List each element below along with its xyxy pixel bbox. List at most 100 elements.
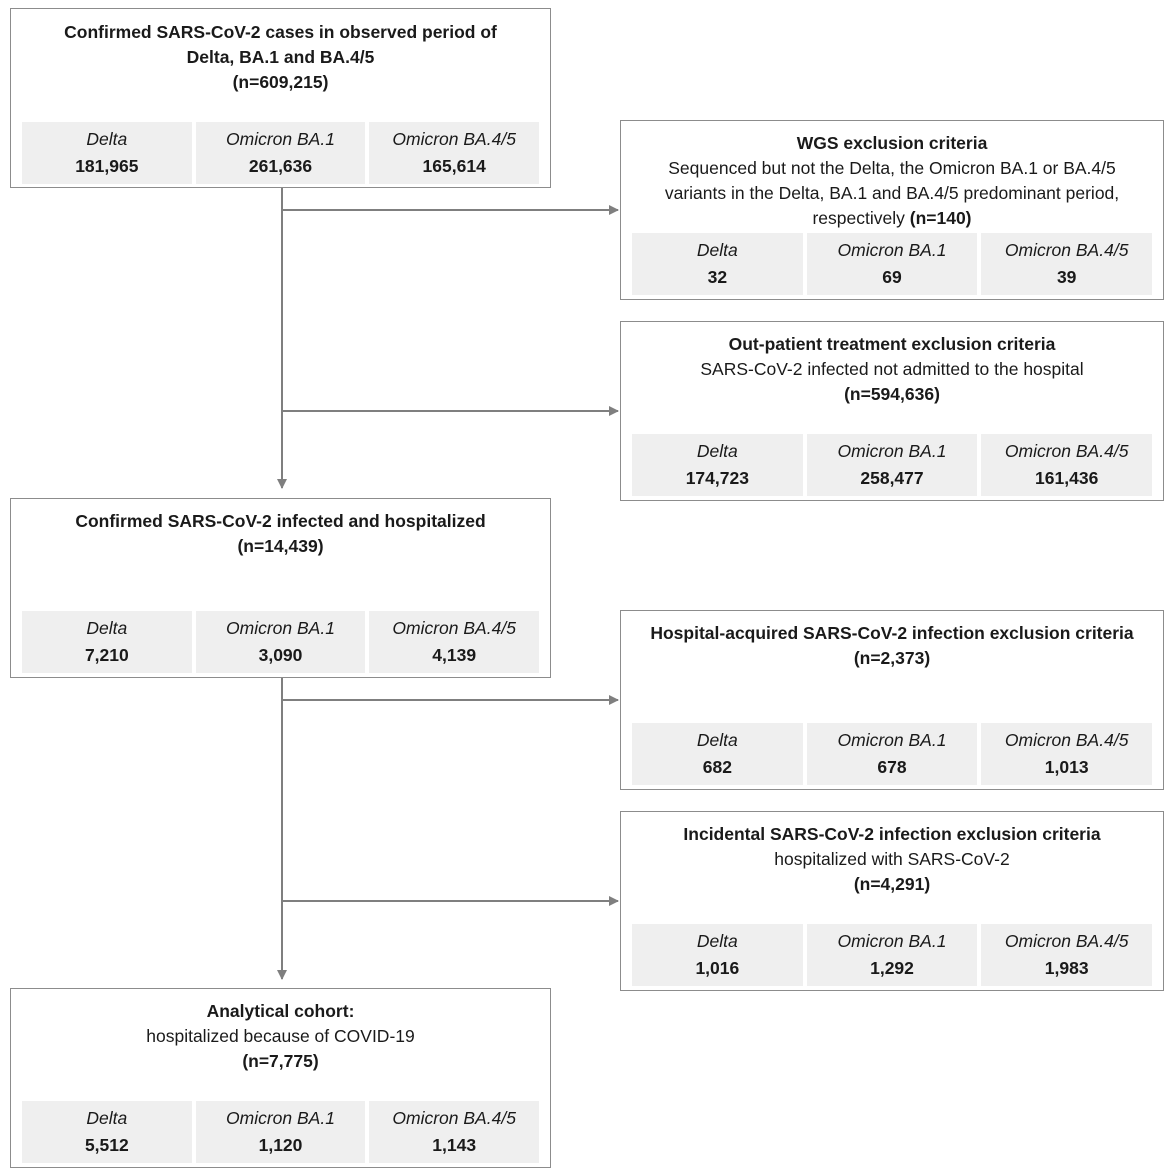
cell-delta: Delta 1,016 <box>632 924 803 986</box>
box-count: (n=7,775) <box>242 1051 319 1071</box>
box-description-line-3-wrap: respectively (n=140) <box>621 206 1163 231</box>
variant-count: 165,614 <box>422 156 486 176</box>
variant-label: Omicron BA.1 <box>837 931 947 951</box>
variant-breakdown: Delta 32 Omicron BA.1 69 Omicron BA.4/5 39 <box>632 233 1153 295</box>
cell-omicron-ba45: Omicron BA.4/5 161,436 <box>981 434 1153 496</box>
cell-omicron-ba1: Omicron BA.1 3,090 <box>195 611 366 673</box>
box-description-line-3: respectively <box>812 208 905 228</box>
variant-label: Omicron BA.4/5 <box>1004 931 1129 951</box>
variant-label: Omicron BA.4/5 <box>1004 730 1129 750</box>
box-count: (n=2,373) <box>853 648 931 668</box>
variant-count: 1,292 <box>870 958 914 978</box>
box-title: Confirmed SARS-CoV-2 infected and hospit… <box>75 511 486 531</box>
cell-delta: Delta 32 <box>632 233 803 295</box>
box-header: Hospital-acquired SARS-CoV-2 infection e… <box>621 621 1163 671</box>
box-header: Incidental SARS-CoV-2 infection exclusio… <box>621 822 1163 897</box>
box-outpatient-exclusion: Out-patient treatment exclusion criteria… <box>620 321 1164 501</box>
variant-count: 258,477 <box>860 468 924 488</box>
box-wgs-exclusion: WGS exclusion criteria Sequenced but not… <box>620 120 1164 300</box>
box-count: (n=4,291) <box>853 874 931 894</box>
variant-label: Omicron BA.1 <box>837 441 947 461</box>
variant-count: 1,143 <box>432 1135 477 1155</box>
box-header: Out-patient treatment exclusion criteria… <box>621 332 1163 407</box>
variant-count: 1,013 <box>1044 757 1089 777</box>
variant-count: 32 <box>707 267 728 287</box>
box-subtitle: SARS-CoV-2 infected not admitted to the … <box>700 359 1084 379</box>
variant-count: 5,512 <box>84 1135 129 1155</box>
box-header: Analytical cohort: hospitalized because … <box>11 999 550 1074</box>
box-title: Confirmed SARS-CoV-2 cases in observed p… <box>64 22 497 67</box>
variant-count: 69 <box>882 267 902 287</box>
cell-omicron-ba1: Omicron BA.1 678 <box>806 723 978 785</box>
cell-delta: Delta 5,512 <box>22 1101 192 1163</box>
variant-label: Omicron BA.4/5 <box>392 1108 516 1128</box>
box-count: (n=609,215) <box>232 72 329 92</box>
cell-omicron-ba45: Omicron BA.4/5 1,143 <box>369 1101 540 1163</box>
variant-label: Omicron BA.4/5 <box>392 129 516 149</box>
cell-omicron-ba45: Omicron BA.4/5 1,983 <box>981 924 1153 986</box>
cell-omicron-ba1: Omicron BA.1 261,636 <box>195 122 366 184</box>
variant-count: 1,016 <box>695 958 740 978</box>
cell-omicron-ba45: Omicron BA.4/5 39 <box>981 233 1153 295</box>
cell-omicron-ba1: Omicron BA.1 1,292 <box>806 924 978 986</box>
cell-delta: Delta 181,965 <box>22 122 192 184</box>
variant-label: Omicron BA.4/5 <box>392 618 516 638</box>
cell-delta: Delta 7,210 <box>22 611 192 673</box>
variant-label: Delta <box>696 240 738 260</box>
cell-omicron-ba45: Omicron BA.4/5 165,614 <box>369 122 540 184</box>
variant-label: Omicron BA.1 <box>226 129 335 149</box>
variant-count: 174,723 <box>685 468 749 488</box>
variant-label: Delta <box>696 931 738 951</box>
cell-omicron-ba1: Omicron BA.1 258,477 <box>806 434 978 496</box>
box-description-line-1: Sequenced but not the Delta, the Omicron… <box>668 158 1116 178</box>
cell-omicron-ba1: Omicron BA.1 69 <box>806 233 978 295</box>
box-count: (n=14,439) <box>237 536 324 556</box>
variant-label: Delta <box>696 441 738 461</box>
cell-omicron-ba45: Omicron BA.4/5 4,139 <box>369 611 540 673</box>
box-title: WGS exclusion criteria <box>796 133 988 153</box>
variant-count: 39 <box>1056 267 1077 287</box>
variant-count: 7,210 <box>84 645 129 665</box>
variant-label: Delta <box>86 618 128 638</box>
variant-breakdown: Delta 181,965 Omicron BA.1 261,636 Omicron… <box>22 122 540 184</box>
box-header: WGS exclusion criteria Sequenced but not… <box>621 131 1163 231</box>
variant-count: 1,120 <box>258 1135 303 1155</box>
variant-label: Delta <box>86 1108 128 1128</box>
variant-count: 161,436 <box>1035 468 1099 488</box>
box-header: Confirmed SARS-CoV-2 cases in observed p… <box>11 20 550 95</box>
variant-label: Omicron BA.4/5 <box>1004 240 1129 260</box>
variant-count: 678 <box>877 757 907 777</box>
variant-count: 181,965 <box>75 156 139 176</box>
variant-label: Omicron BA.1 <box>226 618 335 638</box>
variant-count: 4,139 <box>432 645 477 665</box>
box-title: Analytical cohort: <box>206 1001 355 1021</box>
box-incidental-exclusion: Incidental SARS-CoV-2 infection exclusio… <box>620 811 1164 991</box>
box-title: Hospital-acquired SARS-CoV-2 infection e… <box>650 623 1134 643</box>
box-title: Incidental SARS-CoV-2 infection exclusio… <box>683 824 1101 844</box>
box-count: (n=594,636) <box>844 384 940 404</box>
cell-delta: Delta 174,723 <box>632 434 803 496</box>
box-title: Out-patient treatment exclusion criteria <box>728 334 1056 354</box>
box-subtitle: hospitalized because of COVID-19 <box>146 1026 415 1046</box>
variant-breakdown: Delta 174,723 Omicron BA.1 258,477 Omicron… <box>632 434 1153 496</box>
cell-omicron-ba45: Omicron BA.4/5 1,013 <box>981 723 1153 785</box>
box-hospital-acquired-exclusion: Hospital-acquired SARS-CoV-2 infection e… <box>620 610 1164 790</box>
variant-count: 261,636 <box>248 156 313 176</box>
variant-label: Omicron BA.1 <box>837 730 947 750</box>
box-hospitalized: Confirmed SARS-CoV-2 infected and hospit… <box>10 498 551 678</box>
variant-label: Omicron BA.1 <box>837 240 947 260</box>
variant-label: Omicron BA.4/5 <box>1004 441 1129 461</box>
variant-count: 3,090 <box>258 645 303 665</box>
variant-count: 1,983 <box>1044 958 1089 978</box>
variant-breakdown: Delta 1,016 Omicron BA.1 1,292 Omicron BA.… <box>632 924 1153 986</box>
box-header: Confirmed SARS-CoV-2 infected and hospit… <box>11 509 550 559</box>
box-description-line-2: variants in the Delta, BA.1 and BA.4/5 p… <box>664 183 1120 203</box>
variant-label: Delta <box>86 129 128 149</box>
box-confirmed-cases: Confirmed SARS-CoV-2 cases in observed p… <box>10 8 551 188</box>
variant-label: Delta <box>696 730 738 750</box>
box-analytical-cohort: Analytical cohort: hospitalized because … <box>10 988 551 1168</box>
